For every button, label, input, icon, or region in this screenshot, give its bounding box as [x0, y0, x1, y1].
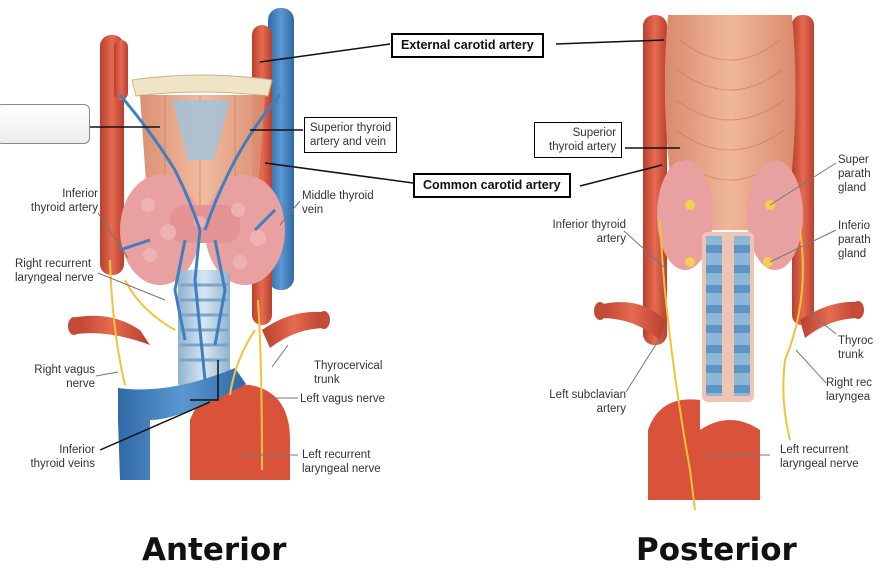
anterior-illustration: [68, 8, 330, 480]
right-subclavian-artery: [72, 315, 150, 345]
posterior-thyroid-right-lobe: [657, 160, 713, 270]
posterior-illustration: [594, 15, 864, 511]
left-subclavian-artery: [262, 311, 326, 348]
posterior-thyrocervical-trunk-label: Thyroc trunk: [838, 335, 874, 361]
hyoid-bone: [131, 74, 273, 97]
left-vagus-nerve: [257, 299, 263, 471]
inferior-thyroid-artery-label: Inferior thyroid artery: [30, 188, 98, 214]
posterior-left-recurrent-laryngeal-nerve-label: Left recurrent laryngeal nerve: [780, 444, 859, 470]
right-vagus-nerve: [109, 259, 126, 386]
common-carotid-artery-callout: Common carotid artery: [413, 173, 571, 198]
brachiocephalic-vein: [118, 368, 246, 480]
leader-lines: [90, 39, 680, 451]
inferior-thyroid-veins-label: Inferior thyroid veins: [30, 444, 95, 470]
thyroid-left-lobe: [205, 175, 285, 285]
posterior-right-recurrent-laryngeal-label: Right rec laryngea: [826, 377, 873, 403]
left-subclavian-artery-label: Left subclavian artery: [549, 389, 626, 415]
superior-thyroid-artery-and-vein-label: Superior thyroid artery and vein: [304, 117, 398, 153]
left-recurrent-laryngeal-nerve-label: Left recurrent laryngeal nerve: [302, 449, 381, 475]
middle-thyroid-vein-label: Middle thyroid vein: [302, 190, 374, 216]
posterior-aorta: [648, 399, 700, 500]
posterior-superior-thyroid-artery-label: Superior thyroid artery: [534, 122, 623, 158]
anterior-title: Anterior: [142, 532, 287, 568]
right-vagus-nerve-label: Right vagus nerve: [34, 364, 95, 390]
aortic-arch: [190, 384, 290, 480]
right-recurrent-laryngeal-nerve-label: Right recurrent laryngeal nerve: [15, 258, 94, 284]
superior-parathyroid-gland-label: Super parath gland: [838, 154, 871, 194]
thyrocervical-trunk-label: Thyrocervical trunk: [314, 360, 383, 386]
posterior-inferior-thyroid-artery-label: Inferior thyroid artery: [552, 219, 626, 245]
posterior-title: Posterior: [636, 532, 797, 568]
inferior-parathyroid-gland: [763, 257, 773, 267]
posterior-thyroid-left-lobe: [747, 160, 803, 270]
external-carotid-artery-callout: External carotid artery: [391, 33, 544, 58]
left-vagus-nerve-label: Left vagus nerve: [300, 393, 386, 405]
blank-label-box: [0, 104, 90, 144]
inferior-parathyroid-gland-label: Inferio parath gland: [838, 220, 871, 260]
